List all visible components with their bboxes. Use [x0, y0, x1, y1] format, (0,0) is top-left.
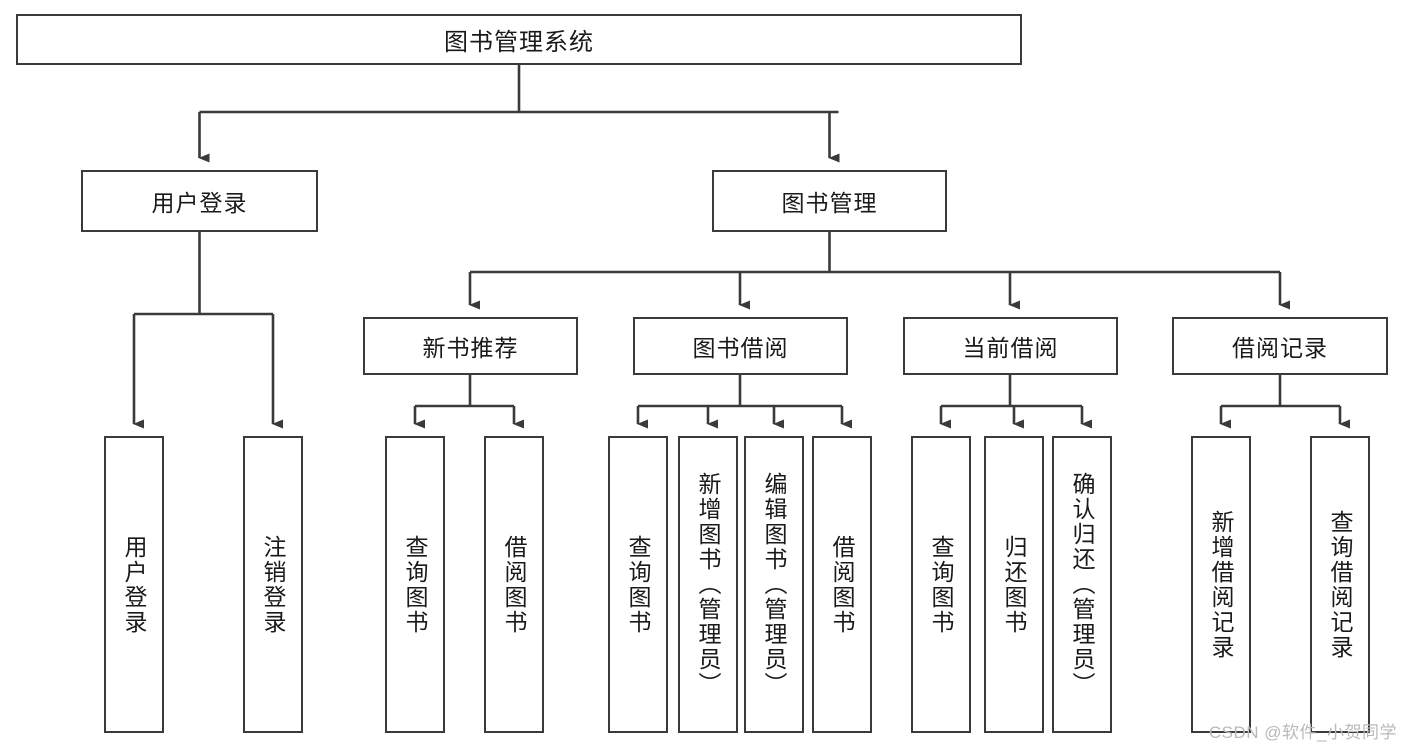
node-user-login[interactable]: 用户登录 — [81, 170, 318, 232]
csdn-watermark: CSDN @软件_小贺同学 — [1208, 723, 1397, 742]
node-leaf-query-record[interactable]: 查询借阅记录 — [1310, 436, 1370, 733]
node-leaf-borrow-book-1[interactable]: 借阅图书 — [484, 436, 544, 733]
node-label: 图书管理 — [781, 190, 878, 216]
node-label: 当前借阅 — [962, 335, 1059, 361]
node-leaf-user-login[interactable]: 用户登录 — [104, 436, 164, 733]
node-leaf-add-record[interactable]: 新增借阅记录 — [1191, 436, 1251, 733]
node-leaf-query-book-1[interactable]: 查询图书 — [385, 436, 445, 733]
node-leaf-edit-book[interactable]: 编辑图书（管理员） — [744, 436, 804, 733]
node-borrow-record[interactable]: 借阅记录 — [1172, 317, 1388, 375]
node-label: 查询图书 — [402, 534, 429, 635]
node-root-system[interactable]: 图书管理系统 — [16, 14, 1022, 65]
node-label: 归还图书 — [1001, 534, 1028, 635]
node-leaf-borrow-book-2[interactable]: 借阅图书 — [812, 436, 872, 733]
node-label: 新书推荐 — [422, 335, 519, 361]
node-leaf-return-book[interactable]: 归还图书 — [984, 436, 1044, 733]
node-book-borrow[interactable]: 图书借阅 — [633, 317, 848, 375]
node-leaf-add-book[interactable]: 新增图书（管理员） — [678, 436, 738, 733]
node-label: 新增借阅记录 — [1208, 509, 1235, 660]
node-label: 借阅图书 — [501, 534, 528, 635]
node-label: 图书借阅 — [692, 335, 789, 361]
node-label: 注销登录 — [260, 534, 287, 635]
node-current-borrow[interactable]: 当前借阅 — [903, 317, 1118, 375]
node-label: 查询借阅记录 — [1327, 509, 1354, 660]
node-label: 图书管理系统 — [444, 29, 594, 56]
node-leaf-query-book-2[interactable]: 查询图书 — [608, 436, 668, 733]
node-label: 查询图书 — [928, 534, 955, 635]
node-leaf-logout[interactable]: 注销登录 — [243, 436, 303, 733]
node-label: 借阅图书 — [829, 534, 856, 635]
node-book-manage[interactable]: 图书管理 — [712, 170, 947, 232]
node-leaf-query-book-3[interactable]: 查询图书 — [911, 436, 971, 733]
node-label: 借阅记录 — [1232, 335, 1328, 361]
node-leaf-confirm-return[interactable]: 确认归还（管理员） — [1052, 436, 1112, 733]
node-new-book-rec[interactable]: 新书推荐 — [363, 317, 578, 375]
node-label: 用户登录 — [121, 534, 148, 635]
node-label: 编辑图书（管理员） — [761, 472, 788, 697]
node-label: 确认归还（管理员） — [1069, 472, 1096, 697]
node-label: 新增图书（管理员） — [695, 472, 722, 697]
node-label: 用户登录 — [151, 190, 248, 216]
node-label: 查询图书 — [625, 534, 652, 635]
